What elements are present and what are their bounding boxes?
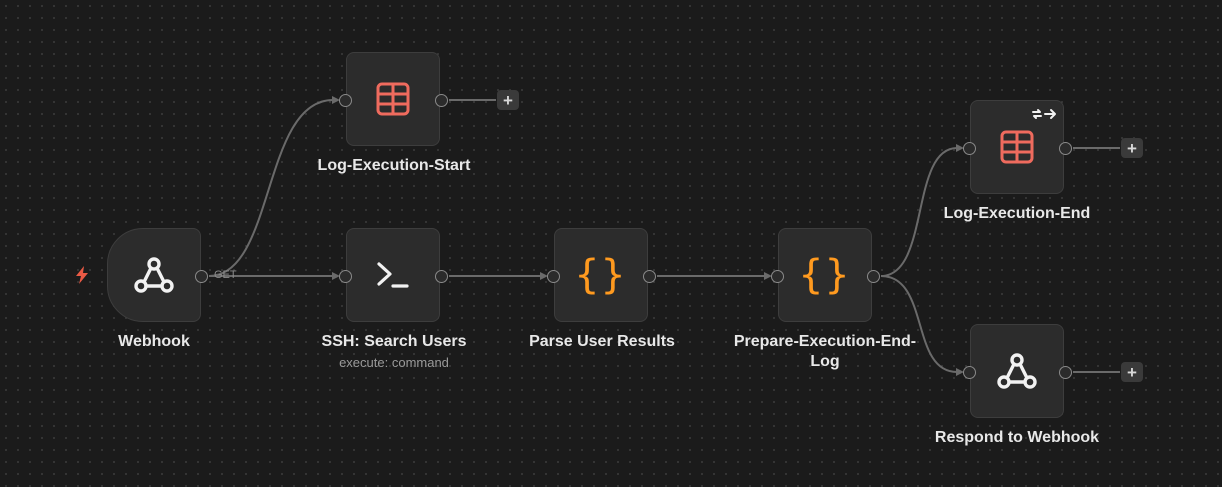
input-handle[interactable] [339, 270, 352, 283]
node-log-execution-end[interactable] [970, 100, 1064, 194]
add-node-button[interactable]: + [1121, 362, 1143, 382]
node-label: Webhook [118, 333, 190, 350]
node-label: Log-Execution-Start [317, 157, 471, 174]
table-icon [1000, 130, 1034, 164]
webhook-icon [132, 255, 176, 295]
input-handle[interactable] [963, 366, 976, 379]
node-label: Parse User Results [529, 333, 675, 350]
input-handle[interactable] [339, 94, 352, 107]
node-respond-to-webhook[interactable] [970, 324, 1064, 418]
table-icon [376, 82, 410, 116]
add-node-button[interactable]: + [1121, 138, 1143, 158]
input-handle[interactable] [771, 270, 784, 283]
output-handle[interactable] [867, 270, 880, 283]
input-handle[interactable] [547, 270, 560, 283]
output-handle[interactable] [1059, 142, 1072, 155]
code-braces-icon: {} [798, 252, 852, 298]
node-label: Prepare-Execution-End-Log [733, 333, 917, 370]
node-label: SSH: Search Users [321, 333, 467, 350]
node-label: Respond to Webhook [934, 429, 1100, 446]
input-handle[interactable] [963, 142, 976, 155]
node-sublabel: execute: command [339, 355, 449, 370]
output-handle[interactable] [435, 270, 448, 283]
node-ssh-search-users[interactable] [346, 228, 440, 322]
node-label: Log-Execution-End [943, 205, 1091, 222]
code-braces-icon: {} [574, 252, 628, 298]
webhook-icon [995, 351, 1039, 391]
node-prepare-execution-end-log[interactable]: {} [778, 228, 872, 322]
output-handle[interactable] [643, 270, 656, 283]
output-handle[interactable] [435, 94, 448, 107]
lightning-icon [74, 266, 90, 289]
output-handle[interactable] [195, 270, 208, 283]
output-handle[interactable] [1059, 366, 1072, 379]
add-node-button[interactable]: + [497, 90, 519, 110]
edge-method-label: GET [214, 269, 237, 281]
terminal-icon [375, 260, 411, 290]
loop-arrow-icon [1031, 107, 1057, 126]
node-log-execution-start[interactable] [346, 52, 440, 146]
node-parse-user-results[interactable]: {} [554, 228, 648, 322]
node-webhook[interactable] [107, 228, 201, 322]
